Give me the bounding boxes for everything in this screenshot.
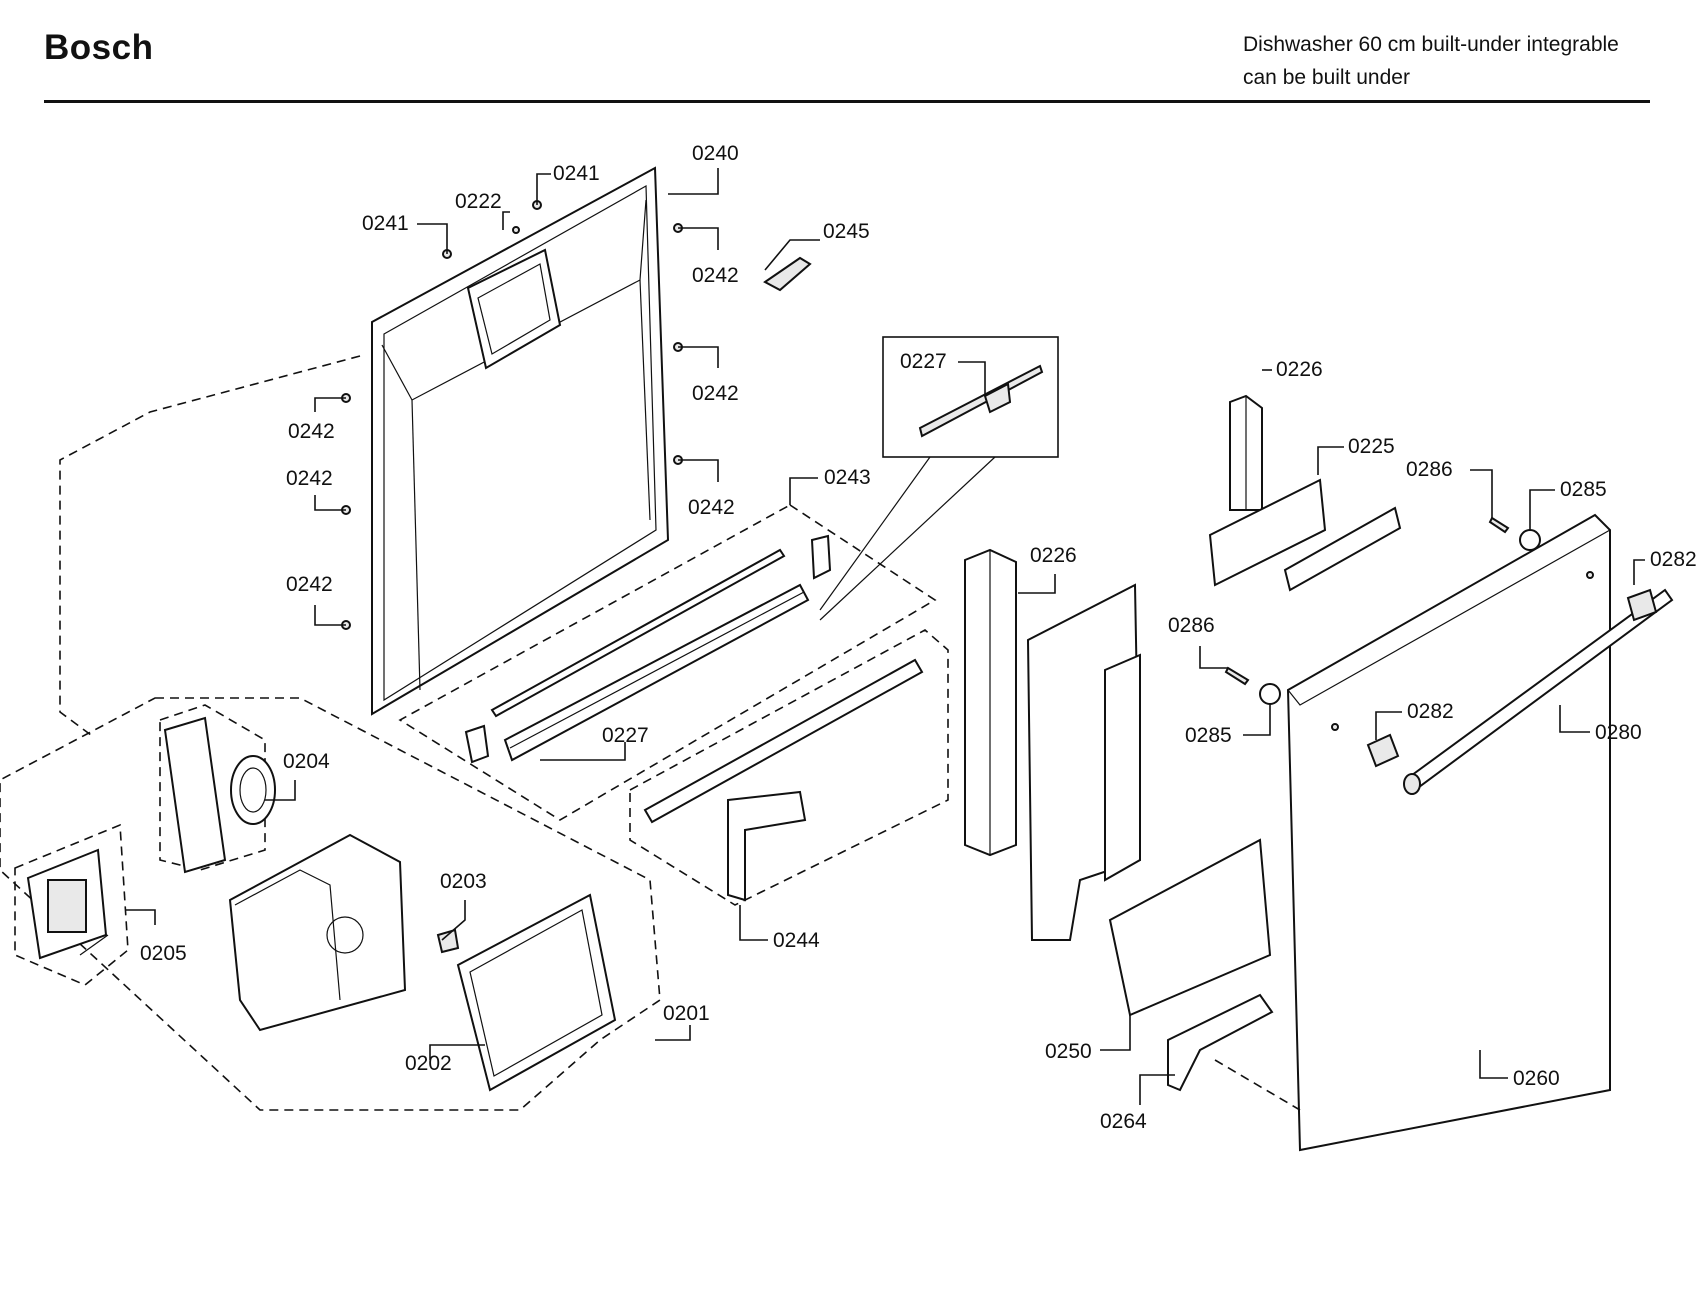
- callout-0201: 0201: [663, 1002, 710, 1025]
- callout-0280: 0280: [1595, 721, 1642, 744]
- callout-0205: 0205: [140, 942, 187, 965]
- callout-0285: 0285: [1185, 724, 1232, 747]
- callout-0225: 0225: [1348, 435, 1395, 458]
- callout-0286: 0286: [1406, 458, 1453, 481]
- hinge-part: [763, 256, 812, 292]
- model-description: Dishwasher 60 cm built-under integrable …: [1243, 28, 1619, 94]
- door-rails: [464, 534, 832, 764]
- description-line-1: Dishwasher 60 cm built-under integrable: [1243, 33, 1619, 56]
- assembly-outlines: [0, 355, 949, 1111]
- callout-0282: 0282: [1407, 700, 1454, 723]
- callout-0264: 0264: [1100, 1110, 1147, 1133]
- description-line-2: can be built under: [1243, 66, 1410, 89]
- brand-title: Bosch: [44, 28, 154, 67]
- callout-0250: 0250: [1045, 1040, 1092, 1063]
- lower-rail: [643, 658, 924, 902]
- callout-0260: 0260: [1513, 1067, 1560, 1090]
- callout-0203: 0203: [440, 870, 487, 893]
- callout-0285: 0285: [1560, 478, 1607, 501]
- callout-0242: 0242: [286, 467, 333, 490]
- callout-0241: 0241: [362, 212, 409, 235]
- callout-0242: 0242: [692, 382, 739, 405]
- callout-0240: 0240: [692, 142, 739, 165]
- callout-0242: 0242: [286, 573, 333, 596]
- callout-0244: 0244: [773, 929, 820, 952]
- callout-0227: 0227: [900, 350, 947, 373]
- callout-0242: 0242: [288, 420, 335, 443]
- callout-0226: 0226: [1030, 544, 1077, 567]
- callout-0222: 0222: [455, 190, 502, 213]
- inner-door-panel: [371, 166, 670, 716]
- header-rule: [44, 100, 1650, 103]
- callout-0241: 0241: [553, 162, 600, 185]
- leader-lines: [125, 168, 1645, 1105]
- outer-door-parts: [964, 394, 1674, 1152]
- callout-0202: 0202: [405, 1052, 452, 1075]
- callout-0242: 0242: [688, 496, 735, 519]
- callout-0243: 0243: [824, 466, 871, 489]
- detail-inset: [819, 336, 1059, 621]
- control-module-parts: [26, 716, 617, 1092]
- callout-0242: 0242: [692, 264, 739, 287]
- callout-labels: 0240 0241 0222 0241 0245 0242 0242 0242 …: [140, 142, 1697, 1133]
- callout-0245: 0245: [823, 220, 870, 243]
- callout-0204: 0204: [283, 750, 330, 773]
- callout-0226: 0226: [1276, 358, 1323, 381]
- callout-0286: 0286: [1168, 614, 1215, 637]
- callout-0227: 0227: [602, 724, 649, 747]
- callout-0282: 0282: [1650, 548, 1697, 571]
